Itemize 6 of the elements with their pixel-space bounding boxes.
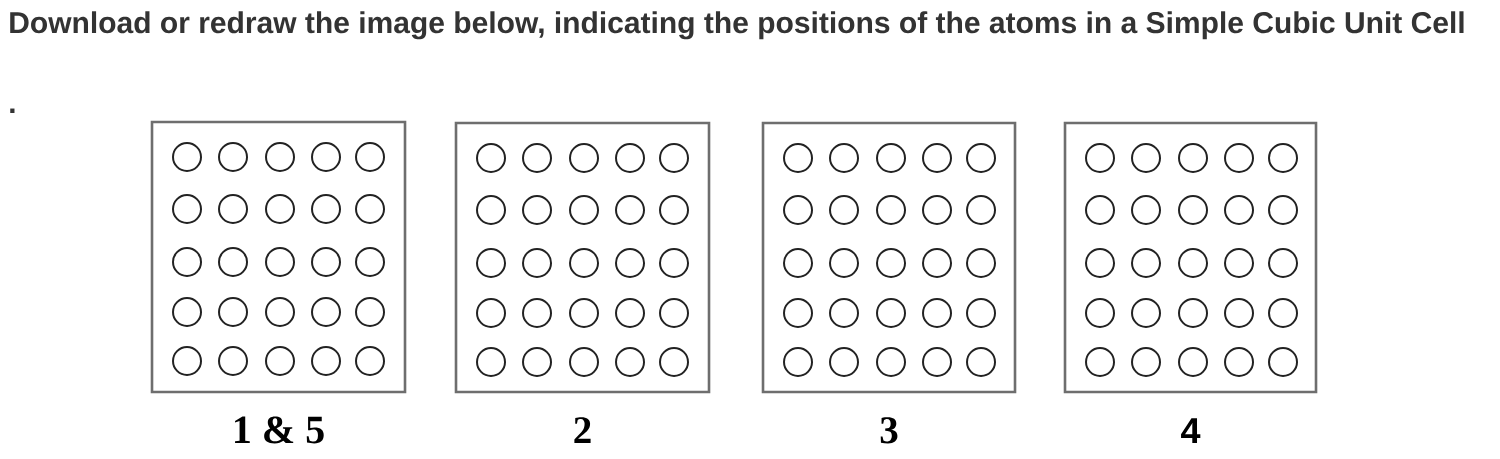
title: Download or redraw the image below, indicating the positions of the atoms in a Simple Cubic Unit Cell: [10, 11, 1464, 40]
period-mark: .: [10, 108, 15, 113]
box-label: 3: [880, 417, 898, 444]
box-label: 2: [574, 417, 591, 443]
box-label: 1 & 5: [235, 416, 324, 444]
box-label: 4: [1181, 418, 1201, 443]
